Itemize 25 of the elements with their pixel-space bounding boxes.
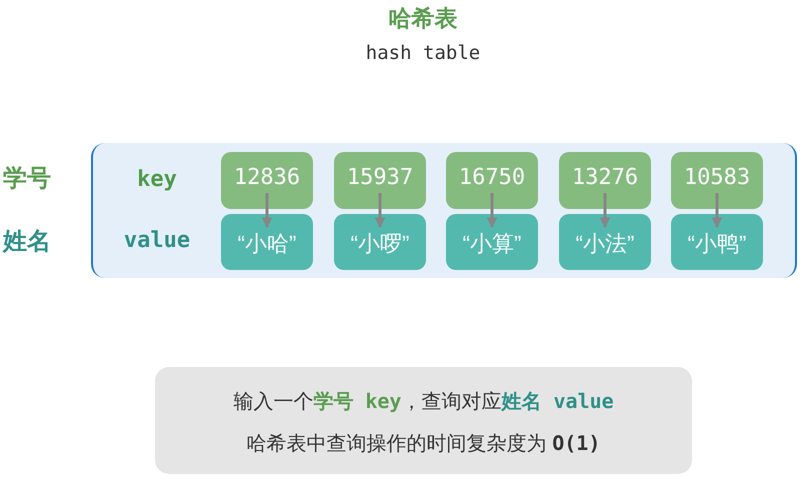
row-label: 学号 bbox=[3, 164, 51, 194]
row-label: key bbox=[137, 166, 177, 194]
arrow bbox=[374, 193, 386, 228]
key-box: 12836 bbox=[221, 152, 313, 209]
note-text: 输入一个学号 key，查询对应姓名 value bbox=[233, 388, 614, 415]
arrow bbox=[712, 193, 722, 228]
value-box: “小法” bbox=[559, 214, 651, 270]
title: 哈希表 bbox=[388, 4, 458, 32]
arrow bbox=[600, 193, 610, 228]
key-box: 13276 bbox=[559, 152, 651, 209]
value-box: “小鸭” bbox=[671, 214, 763, 270]
value-box: “小哈” bbox=[221, 214, 313, 270]
note-box bbox=[155, 367, 692, 474]
subtitle: hash table bbox=[366, 41, 480, 65]
note-text: 哈希表中查询操作的时间复杂度为 O(1) bbox=[246, 430, 600, 457]
value-box: “小算” bbox=[446, 214, 538, 270]
key-box: 15937 bbox=[334, 152, 426, 209]
table-panel bbox=[91, 143, 797, 278]
key-box: 16750 bbox=[446, 152, 538, 209]
arrow bbox=[262, 193, 272, 228]
value-box: “小啰” bbox=[334, 214, 426, 270]
row-label: 姓名 bbox=[3, 227, 51, 257]
arrow bbox=[486, 193, 498, 228]
key-box: 10583 bbox=[671, 152, 763, 209]
row-label: value bbox=[124, 227, 190, 255]
